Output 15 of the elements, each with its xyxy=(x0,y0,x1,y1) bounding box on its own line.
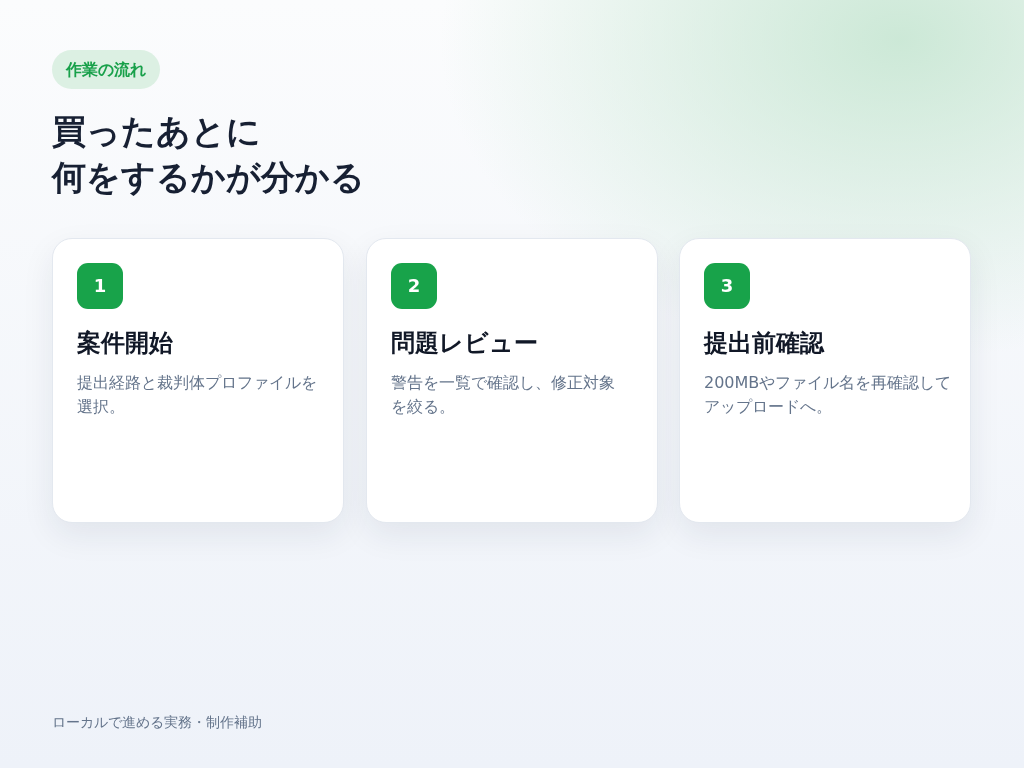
footer-note: ローカルで進める実務・制作補助 xyxy=(52,713,262,732)
category-badge: 作業の流れ xyxy=(52,50,160,89)
step-number-badge: 3 xyxy=(704,263,750,309)
step-description: 警告を一覧で確認し、修正対象を絞る。 xyxy=(391,372,616,418)
step-title: 提出前確認 xyxy=(704,328,824,359)
step-title: 案件開始 xyxy=(77,328,173,359)
step-card xyxy=(52,238,344,523)
step-description: 200MBやファイル名を再確認してアップロードへ。 xyxy=(704,372,953,418)
step-title: 問題レビュー xyxy=(391,328,538,359)
step-number-badge: 1 xyxy=(77,263,123,309)
step-number-badge: 2 xyxy=(391,263,437,309)
step-description: 提出経路と裁判体プロファイルを選択。 xyxy=(77,372,318,418)
step-card xyxy=(679,238,971,523)
step-card xyxy=(366,238,658,523)
page-title: 買ったあとに何をするかが分かる xyxy=(52,110,365,199)
